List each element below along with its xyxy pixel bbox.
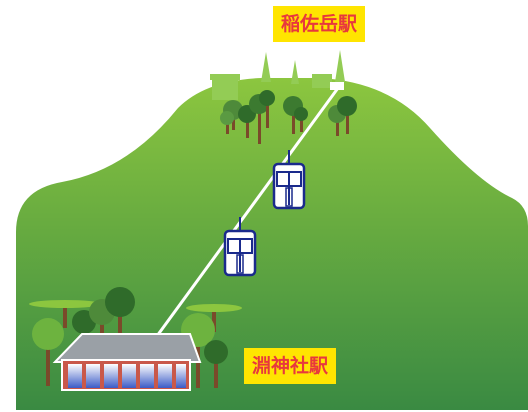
tree-icon	[32, 318, 64, 386]
tree-icon	[337, 96, 357, 134]
tree-icon	[105, 287, 135, 342]
ropeway-gondola-icon	[272, 150, 306, 210]
station-building-icon	[52, 333, 202, 391]
tree-icon	[259, 90, 275, 128]
bottom-flat-trees	[29, 300, 242, 332]
tree-icon	[186, 304, 242, 332]
ropeway-cable	[155, 87, 340, 337]
ropeway-gondola-icon	[223, 217, 257, 277]
summit-trees	[220, 90, 357, 144]
tree-icon	[220, 111, 234, 134]
tree-icon	[204, 340, 228, 388]
mountain	[16, 78, 528, 410]
tree-icon	[294, 107, 308, 132]
tree-icon	[29, 300, 101, 328]
summit-buildings	[210, 50, 345, 100]
bottom-station-label: 淵神社駅	[244, 348, 337, 384]
top-station-label: 稲佐岳駅	[273, 6, 366, 42]
